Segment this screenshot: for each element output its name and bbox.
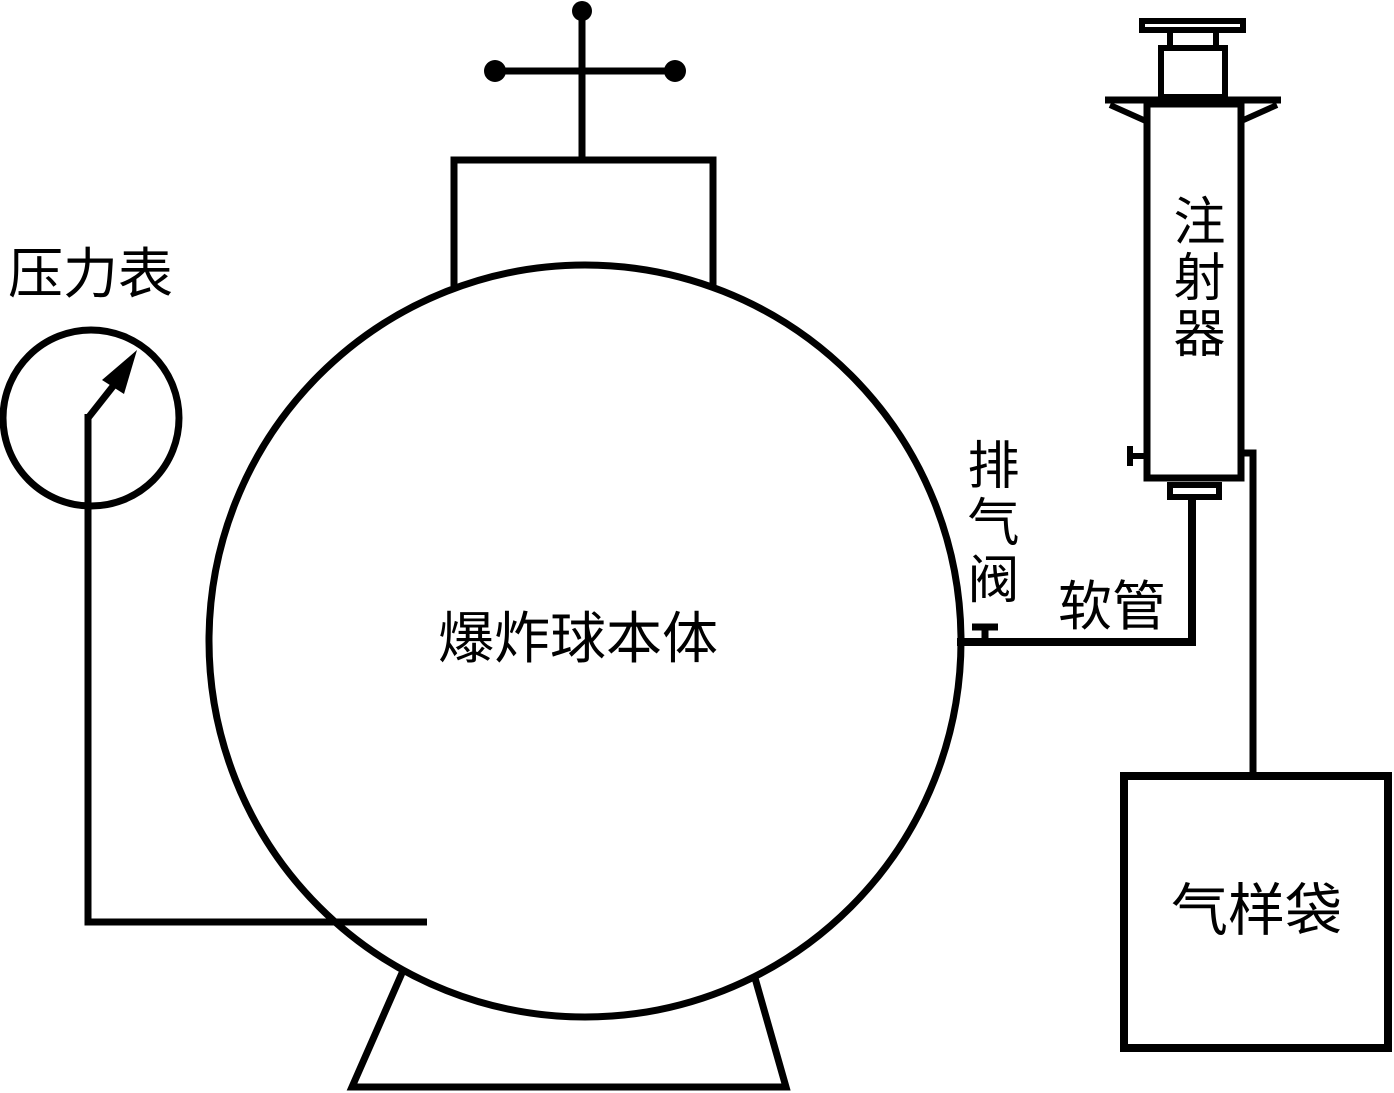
- electrode-left-knob-icon: [484, 60, 506, 82]
- gas-sample-bag-label: 气样袋: [1171, 880, 1342, 943]
- gauge-pipe-line: [84, 414, 427, 926]
- pressure-gauge: [0, 326, 427, 926]
- pressure-gauge-label: 压力表: [8, 244, 174, 305]
- ignition-port: [450, 1, 717, 288]
- syringe: [1105, 18, 1281, 776]
- gauge-needle-line: [85, 382, 117, 421]
- hose-path: [957, 497, 1196, 646]
- flange-right-wing-line: [1237, 102, 1279, 125]
- stand-outline: [346, 971, 791, 1091]
- electrode-right-knob-icon: [664, 60, 686, 82]
- exhaust-valve-label: 排气阀: [959, 438, 1016, 609]
- gas-sample-bag: [1120, 772, 1392, 1052]
- port-box-outline: [450, 156, 717, 288]
- nozzle-outline: [1167, 482, 1222, 500]
- sphere-body-label: 爆炸球本体: [438, 609, 718, 671]
- bag-outline: [1120, 772, 1392, 1052]
- hose-label: 软管: [1058, 577, 1166, 637]
- hose-line: [957, 497, 1196, 646]
- flange-left-wing-line: [1108, 102, 1150, 125]
- bag-connector-line: [1241, 449, 1257, 776]
- plunger-block-outline: [1158, 45, 1228, 100]
- plunger-plate-outline: [1139, 18, 1246, 33]
- sphere-stand: [346, 971, 791, 1091]
- syringe-label: 注射器: [1165, 194, 1222, 362]
- barrel-outline: [1143, 100, 1245, 482]
- electrode-top-knob-icon: [572, 1, 592, 21]
- gauge-needle-arrowhead-icon: [102, 350, 137, 394]
